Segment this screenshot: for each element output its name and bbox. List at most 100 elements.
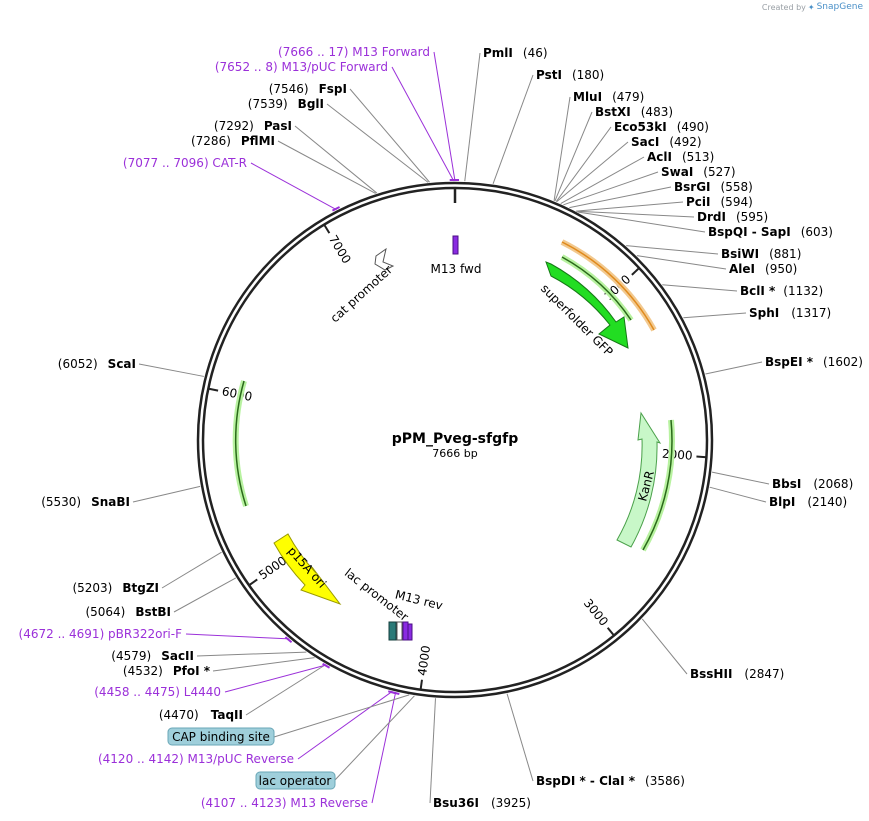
site-label[interactable]: (4579)SacII: [111, 649, 194, 663]
site-leader-line: [506, 693, 534, 782]
site-leader-line: [245, 664, 327, 716]
cap-binding-site-box[interactable]: CAP binding site: [167, 727, 275, 746]
site-label[interactable]: BspQI - SapI(603): [708, 225, 833, 239]
site-label[interactable]: AleI(950): [729, 262, 797, 276]
leader-lines: [132, 51, 770, 804]
site-label[interactable]: (7546)FspI: [269, 82, 347, 96]
primer-label[interactable]: (7077 .. 7096) CAT-R: [123, 156, 247, 170]
site-label[interactable]: AclI(513): [647, 150, 714, 164]
site-leader-line: [554, 111, 593, 202]
site-label[interactable]: (6052)ScaI: [58, 357, 136, 371]
primer-leader-line: [297, 690, 393, 760]
cap-site-leader-line: [273, 694, 410, 738]
site-label[interactable]: BspDI * - ClaI *(3586): [536, 774, 685, 788]
primer-label[interactable]: (7652 .. 8) M13/pUC Forward: [215, 60, 388, 74]
translation-arc-inner-line: [561, 256, 632, 321]
lac-operator-box[interactable]: lac operator: [255, 771, 336, 790]
site-label[interactable]: (7539)BglI: [248, 97, 324, 111]
primer-mark: [391, 691, 400, 695]
site-leader-line: [294, 125, 378, 194]
site-label[interactable]: PmlI(46): [483, 46, 548, 60]
watermark-brand: SnapGene: [816, 2, 863, 12]
cat-promoter-label: cat promoter: [328, 263, 395, 326]
site-leader-line: [555, 126, 612, 202]
tick-label: 6000: [221, 384, 254, 404]
watermark-prefix: Created by: [761, 2, 806, 12]
site-leader-line: [464, 52, 481, 182]
primer-leader-line: [185, 633, 290, 640]
site-label[interactable]: (5064)BstBI: [85, 605, 171, 619]
site-label[interactable]: SphI(1317): [749, 306, 831, 320]
site-label[interactable]: PciI(594): [686, 195, 753, 209]
primer-label[interactable]: (4672 .. 4691) pBR322ori-F: [19, 627, 183, 641]
kanr-arc-line: [642, 419, 673, 551]
site-leader-line: [560, 156, 645, 204]
site-leader-line: [556, 141, 629, 203]
site-label[interactable]: (4470)TaqII: [159, 708, 243, 722]
site-leader-line: [563, 171, 659, 206]
tick-mark: [419, 679, 423, 690]
lac-operator-label: lac operator: [259, 774, 332, 788]
cat-promoter-arrow[interactable]: [374, 247, 395, 271]
snapgene-watermark: Created by ✦ SnapGene: [762, 2, 863, 12]
site-label[interactable]: (5530)SnaBI: [41, 495, 130, 509]
primer-label[interactable]: (4458 .. 4475) L4440: [94, 685, 221, 699]
site-leader-line: [553, 96, 571, 201]
p15a-ori-feature-arrow[interactable]: [273, 533, 342, 606]
site-leader-line: [711, 471, 770, 485]
site-label[interactable]: BsiWI(881): [721, 247, 801, 261]
site-label[interactable]: BbsI(2068): [772, 477, 853, 491]
site-leader-line: [429, 698, 436, 804]
m13-fwd-marker[interactable]: [452, 235, 459, 255]
site-label[interactable]: (4532)PfoI *: [123, 664, 211, 678]
tick-mark: [208, 387, 219, 392]
tick-label: 4000: [415, 644, 433, 676]
site-leader-line: [641, 618, 688, 675]
right-restriction-sites: PmlI(46) PstI(180) MluI(479) BstXI(483) …: [433, 46, 863, 810]
site-label[interactable]: BclI *(1132): [740, 284, 823, 298]
site-label[interactable]: (7286)PflMI: [191, 134, 275, 148]
site-label[interactable]: BsrGI(558): [674, 180, 753, 194]
tick-label: 2000: [662, 447, 693, 463]
plasmid-length: 7666 bp: [432, 447, 477, 460]
site-label[interactable]: BssHII(2847): [690, 667, 784, 681]
site-leader-line: [326, 103, 429, 183]
site-leader-line: [349, 88, 430, 183]
site-leader-line: [626, 245, 719, 255]
site-label[interactable]: (7292)PasI: [214, 119, 292, 133]
primer-leader-line: [433, 51, 456, 182]
site-leader-line: [709, 486, 767, 503]
primer-label[interactable]: (7666 .. 17) M13 Forward: [278, 45, 430, 59]
site-label[interactable]: PstI(180): [536, 68, 604, 82]
site-leader-line: [212, 657, 315, 672]
site-label[interactable]: Bsu36I(3925): [433, 796, 531, 810]
site-leader-line: [705, 361, 763, 375]
sfgfp-feature-arrow[interactable]: [545, 261, 629, 349]
primer-label[interactable]: (4120 .. 4142) M13/pUC Reverse: [98, 752, 294, 766]
lac-operator-leader-line: [334, 695, 415, 781]
primer-label[interactable]: (4107 .. 4123) M13 Reverse: [201, 796, 368, 810]
site-label[interactable]: SacI(492): [631, 135, 702, 149]
site-label[interactable]: BspEI *(1602): [765, 355, 863, 369]
site-label[interactable]: BstXI(483): [595, 105, 673, 119]
site-label[interactable]: SwaI(527): [661, 165, 736, 179]
site-label[interactable]: (5203)BtgZI: [72, 581, 159, 595]
site-leader-line: [138, 363, 205, 377]
primer-labels: (7666 .. 17) M13 Forward (7652 .. 8) M13…: [19, 45, 430, 810]
site-label[interactable]: MluI(479): [573, 90, 644, 104]
site-label[interactable]: BlpI(2140): [769, 495, 847, 509]
backbone-outer: [196, 181, 714, 699]
plasmid-name: pPM_Pveg-sfgfp: [392, 431, 519, 447]
site-leader-line: [577, 211, 706, 233]
primer-leader-line: [250, 162, 337, 211]
tick-label: 3000: [581, 596, 611, 629]
cap-binding-site-label: CAP binding site: [172, 730, 270, 744]
kanr-feature-arrow[interactable]: [616, 411, 662, 548]
site-label[interactable]: Eco53kI(490): [614, 120, 709, 134]
lac-region-cluster[interactable]: [388, 621, 413, 641]
left-orf-arc-line: [234, 380, 247, 507]
primer-marks: [284, 178, 459, 695]
site-label[interactable]: DrdI(595): [697, 210, 768, 224]
site-leader-line: [636, 255, 727, 270]
